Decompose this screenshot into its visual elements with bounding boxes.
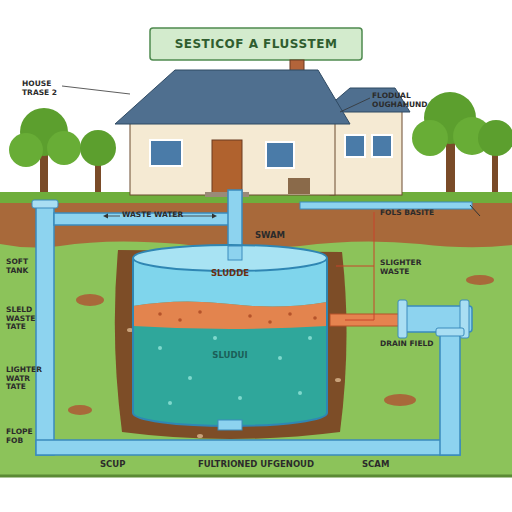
ground-edge — [0, 475, 512, 478]
bubble — [238, 396, 242, 400]
window — [150, 140, 182, 166]
part-label: FLODUAL OUGHAHUND — [372, 92, 434, 109]
part-label: WASTE WATER — [122, 211, 212, 220]
underground — [0, 238, 512, 476]
pipe-flange — [436, 328, 464, 336]
arrow-head — [212, 214, 217, 219]
tree-crown — [80, 130, 116, 166]
bubble — [168, 401, 172, 405]
layer-label: SLUDDE — [211, 268, 249, 278]
part-label: FULTRIONED UFGENOUD — [176, 460, 336, 470]
dirt-patch — [384, 394, 416, 406]
window — [266, 142, 294, 168]
bubble — [308, 336, 312, 340]
diagram-title: SESTICOF A FLUSSTEM — [150, 28, 362, 60]
arrow-head — [103, 214, 108, 219]
tree-crown — [478, 120, 512, 156]
door — [212, 140, 242, 195]
part-label: SCUP — [100, 460, 150, 470]
leader-line — [62, 86, 130, 94]
tree-trunk — [492, 150, 498, 198]
part-label: SLELD WASTE TATE — [6, 306, 40, 332]
tank-pit — [115, 250, 347, 439]
pipe — [36, 440, 460, 455]
part-label: HOUSE TRASE 2 — [22, 80, 64, 97]
dirt-patch — [76, 294, 104, 306]
window — [345, 135, 365, 157]
sludge-dot — [268, 320, 272, 324]
sludge-dot — [288, 312, 292, 316]
bubble — [158, 346, 162, 350]
sludge-dot — [158, 312, 162, 316]
part-label: SLIGHTER WASTE — [380, 259, 432, 276]
tree-crown — [9, 133, 43, 167]
dirt-patch — [466, 275, 494, 285]
pipe-cap — [32, 200, 58, 208]
sludge-dot — [178, 318, 182, 322]
pebble — [197, 434, 203, 438]
tank-side — [133, 258, 327, 426]
part-label: LIGHTER WATR TATE — [6, 366, 48, 392]
part-label: DRAIN FIELD — [380, 340, 450, 349]
part-label: FOLS BASITE — [380, 209, 460, 218]
sludge-layer — [133, 301, 327, 329]
tree-trunk — [446, 140, 455, 198]
tank-body — [133, 258, 327, 426]
septic-tank: SLUDDE SWAM SLUDUI — [130, 228, 330, 433]
bubble — [213, 336, 217, 340]
pipe — [440, 330, 460, 455]
tree-crown — [47, 131, 81, 165]
tank-outlet — [218, 420, 242, 430]
bubble — [298, 391, 302, 395]
soil-layer — [0, 203, 512, 249]
pipes — [32, 190, 480, 455]
house-roof — [115, 70, 350, 124]
tank-top — [133, 245, 327, 271]
layer-label: SWAM — [255, 230, 285, 240]
layer-label: SLUDUI — [212, 350, 247, 360]
part-label: SCAM — [362, 460, 412, 470]
sludge-dot — [248, 314, 252, 318]
leader-line — [340, 98, 370, 112]
pipe-flange — [398, 300, 407, 338]
part-label: SOFT TANK — [6, 258, 40, 275]
inlet-pipe — [228, 246, 242, 260]
pebble — [335, 378, 341, 382]
tree-crown — [412, 120, 448, 156]
pipe — [300, 202, 472, 209]
pipe — [36, 205, 54, 455]
dirt-patch — [68, 405, 92, 415]
sludge-dot — [313, 316, 317, 320]
house — [115, 60, 410, 197]
pipe-tick — [470, 205, 480, 216]
part-label: FLOPE FOB — [6, 428, 36, 445]
window — [372, 135, 392, 157]
house-wall — [130, 118, 335, 195]
planter — [288, 178, 310, 194]
bubble — [278, 356, 282, 360]
tank-outline — [130, 228, 330, 433]
leader-line — [336, 266, 374, 267]
title-box — [150, 28, 362, 60]
sludge-dot — [198, 310, 202, 314]
bubble — [188, 376, 192, 380]
